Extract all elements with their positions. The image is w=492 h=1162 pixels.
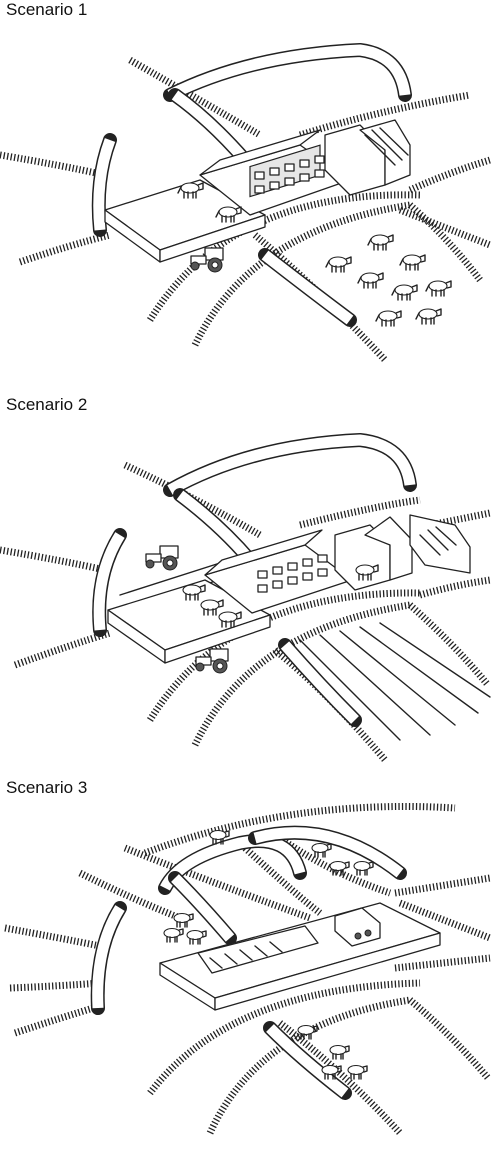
scenario-3-title: Scenario 3 bbox=[6, 778, 88, 797]
scenario-2-illustration bbox=[0, 432, 491, 763]
hedgerows bbox=[91, 42, 412, 327]
farm-buildings bbox=[107, 514, 471, 664]
farm-buildings bbox=[104, 119, 411, 263]
barn-windows bbox=[254, 155, 325, 194]
barn-windows bbox=[257, 554, 328, 593]
fences bbox=[0, 56, 492, 363]
hedgerows bbox=[92, 432, 417, 727]
scenario-2-panel: Scenario 2 bbox=[0, 395, 492, 779]
hedgerows bbox=[90, 825, 407, 1100]
scenario-3-panel: Scenario 3 bbox=[0, 778, 492, 1162]
farm-buildings bbox=[159, 902, 441, 1011]
scenario-1-title: Scenario 1 bbox=[6, 0, 88, 19]
scenario-1-panel: Scenario 1 bbox=[0, 0, 492, 384]
scenario-1-illustration bbox=[0, 42, 492, 363]
scenario-2-title: Scenario 2 bbox=[6, 395, 88, 414]
scenario-3-illustration bbox=[4, 802, 492, 1136]
tractor bbox=[190, 247, 224, 273]
